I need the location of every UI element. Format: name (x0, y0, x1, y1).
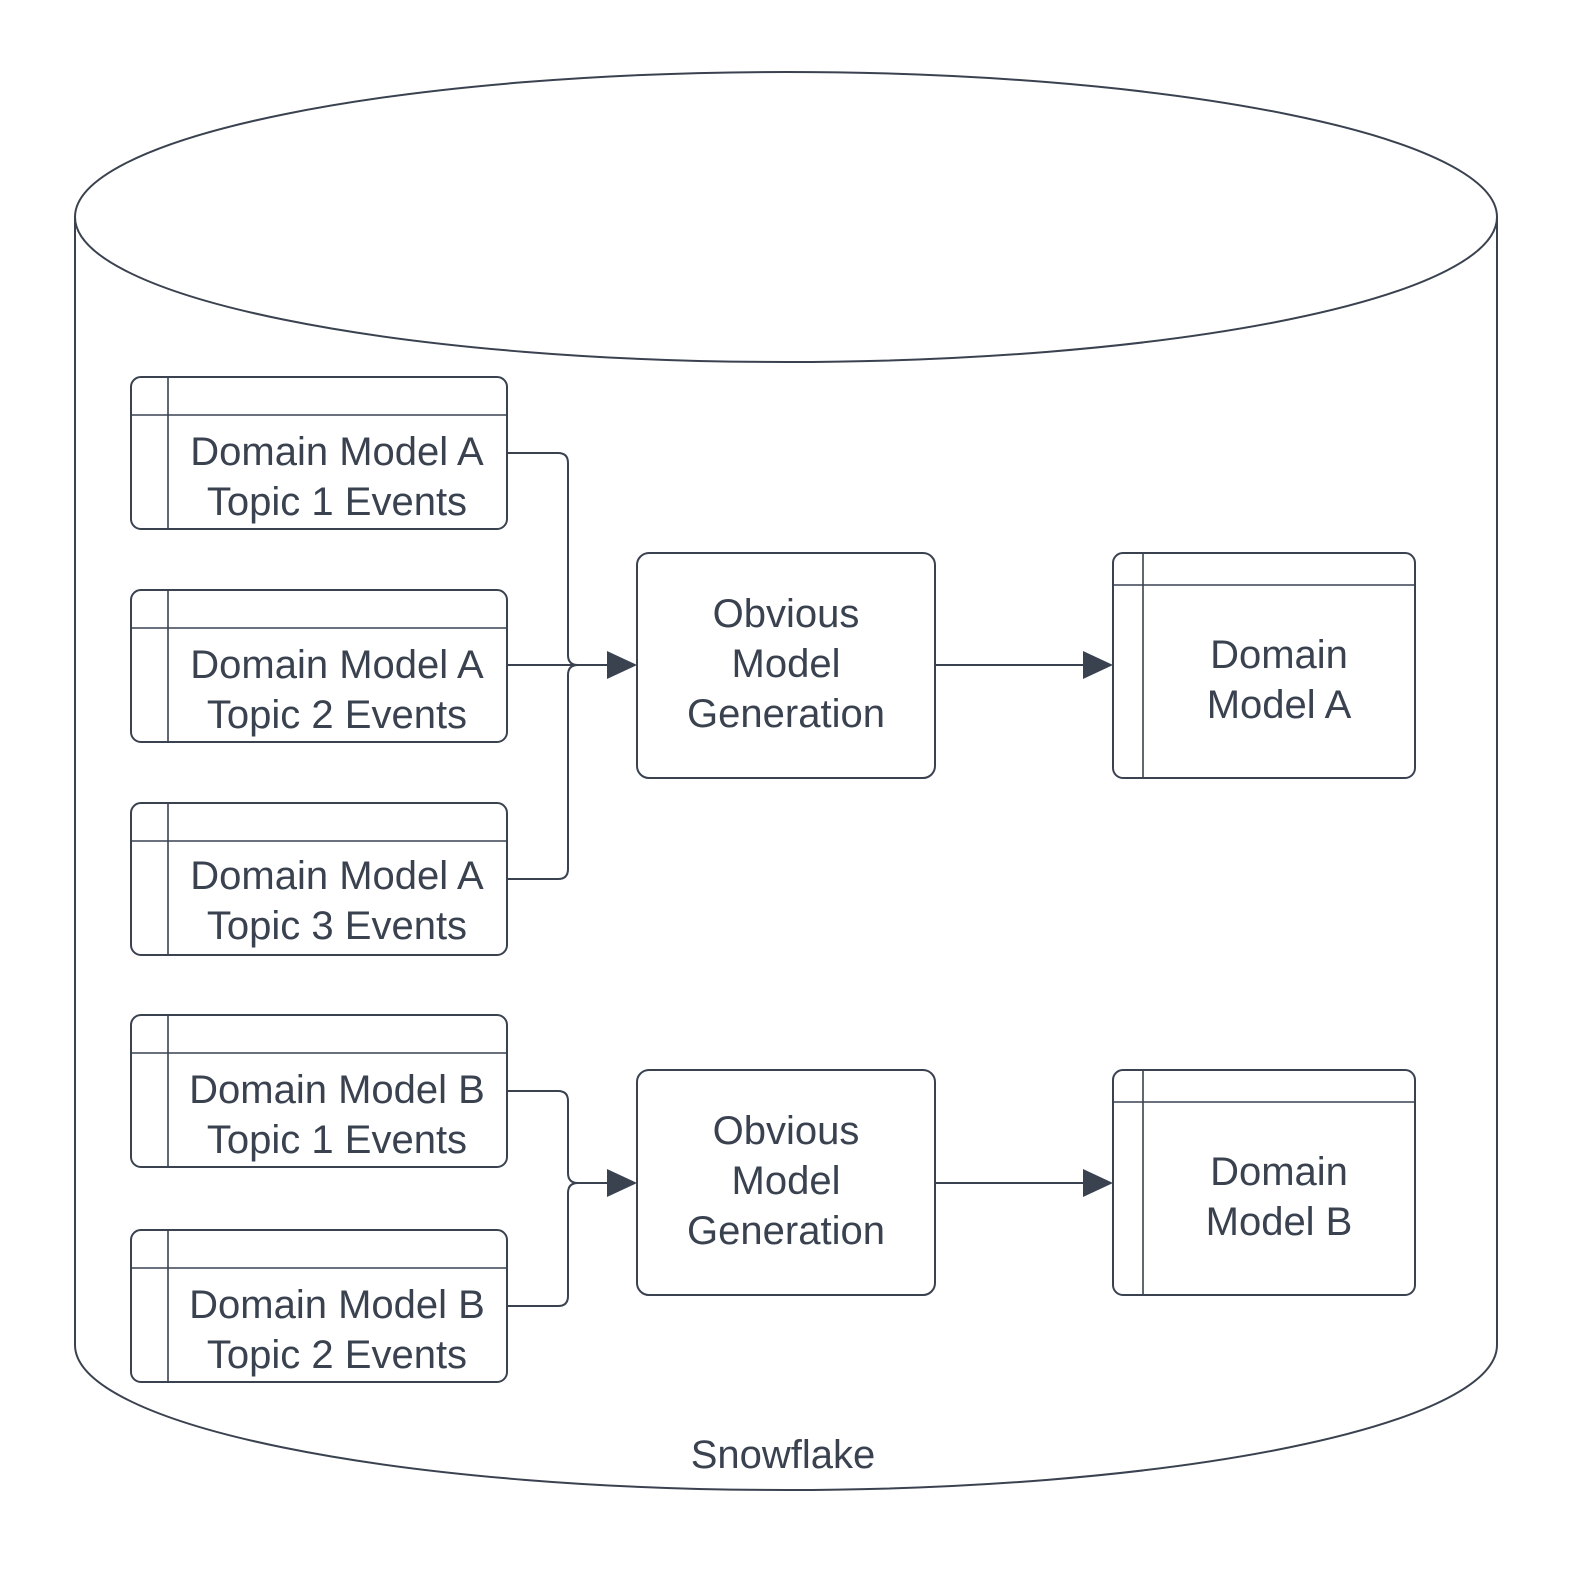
process-a-label-line3: Generation (687, 692, 885, 736)
arrowhead-process-b-input (607, 1169, 637, 1197)
topic-a1-label-line1: Domain Model A (190, 430, 484, 474)
process-a-label-line1: Obvious (713, 592, 860, 636)
connector-topic-a3-to-process-a (507, 664, 608, 880)
process-b-label-line2: Model (732, 1159, 841, 1203)
node-output-b: Domain Model B (1112, 1069, 1416, 1296)
topic-b1-label-line2: Topic 1 Events (207, 1118, 467, 1162)
topic-b2-label-line2: Topic 2 Events (207, 1333, 467, 1377)
node-process-a: Obvious Model Generation (636, 552, 936, 779)
node-topic-a2: Domain Model A Topic 2 Events (130, 589, 508, 743)
arrowhead-process-a-input (607, 651, 637, 679)
process-b-label-line3: Generation (687, 1209, 885, 1253)
node-output-a: Domain Model A (1112, 552, 1416, 779)
node-topic-a1: Domain Model A Topic 1 Events (130, 376, 508, 530)
output-b-table-outline (1112, 1069, 1416, 1296)
edges-model-b (507, 1090, 1113, 1307)
output-a-label-line2: Model A (1207, 683, 1352, 727)
topic-a3-label-line1: Domain Model A (190, 854, 484, 898)
connector-topic-b2-to-process-b (507, 1182, 608, 1307)
topic-b2-label-line1: Domain Model B (189, 1283, 485, 1327)
output-a-table-outline (1112, 552, 1416, 779)
node-topic-a3: Domain Model A Topic 3 Events (130, 802, 508, 956)
process-a-label-line2: Model (732, 642, 841, 686)
process-b-outline (636, 1069, 936, 1296)
connector-topic-b1-to-process-b (507, 1090, 608, 1184)
topic-a3-label-line2: Topic 3 Events (207, 904, 467, 948)
topic-b1-label-line1: Domain Model B (189, 1068, 485, 1112)
topic-a2-label-line1: Domain Model A (190, 643, 484, 687)
edges-model-a (507, 452, 1113, 880)
output-b-label-line1: Domain (1210, 1150, 1348, 1194)
cylinder-top-ellipse (74, 71, 1498, 363)
process-b-label-line1: Obvious (713, 1109, 860, 1153)
snowflake-label: Snowflake (691, 1433, 876, 1477)
arrowhead-output-b-input (1083, 1169, 1113, 1197)
output-b-label-line2: Model B (1206, 1200, 1353, 1244)
topic-a2-label-line2: Topic 2 Events (207, 693, 467, 737)
arrowhead-output-a-input (1083, 651, 1113, 679)
process-a-outline (636, 552, 936, 779)
topic-a1-label-line2: Topic 1 Events (207, 480, 467, 524)
node-process-b: Obvious Model Generation (636, 1069, 936, 1296)
node-topic-b2: Domain Model B Topic 2 Events (130, 1229, 508, 1383)
node-topic-b1: Domain Model B Topic 1 Events (130, 1014, 508, 1168)
output-a-label-line1: Domain (1210, 633, 1348, 677)
